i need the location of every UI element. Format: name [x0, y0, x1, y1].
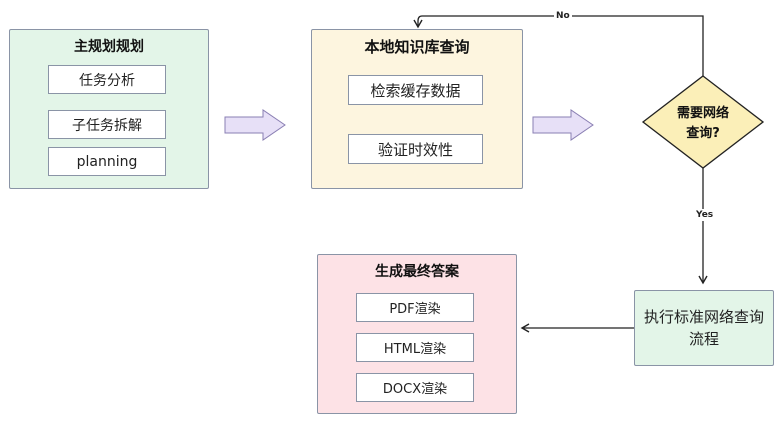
final-answer-box: 生成最终答案 PDF渲染 HTML渲染 DOCX渲染: [317, 254, 517, 414]
block-arrow-kb-to-decision: [532, 109, 594, 141]
planning-title: 主规划规划: [74, 39, 144, 55]
no-label: No: [554, 10, 572, 22]
decision-label: 需要网络 查询?: [655, 104, 751, 144]
decision-line2: 查询?: [686, 126, 720, 141]
retrieve-cache-item: 检索缓存数据: [348, 75, 483, 105]
verify-freshness-item: 验证时效性: [348, 134, 483, 164]
task-analysis-item: 任务分析: [48, 65, 166, 94]
planning-box: 主规划规划 任务分析 子任务拆解 planning: [9, 29, 209, 189]
decision-line1: 需要网络: [676, 106, 729, 121]
execute-label: 执行标准网络查询流程: [643, 308, 764, 348]
final-answer-title: 生成最终答案: [375, 264, 459, 280]
planning-item: planning: [48, 147, 166, 176]
pdf-render-item: PDF渲染: [356, 293, 474, 322]
yes-label: Yes: [694, 209, 716, 221]
no-edge: [413, 15, 704, 76]
execute-box: [634, 290, 774, 366]
local-kb-title: 本地知识库查询: [364, 38, 470, 56]
local-kb-box: 本地知识库查询 检索缓存数据 验证时效性: [311, 29, 523, 189]
block-arrow-planning-to-kb: [224, 109, 286, 141]
html-render-item: HTML渲染: [356, 333, 474, 362]
subtask-breakdown-item: 子任务拆解: [48, 110, 166, 139]
decision-diamond: [641, 75, 765, 169]
docx-render-item: DOCX渲染: [356, 373, 474, 402]
